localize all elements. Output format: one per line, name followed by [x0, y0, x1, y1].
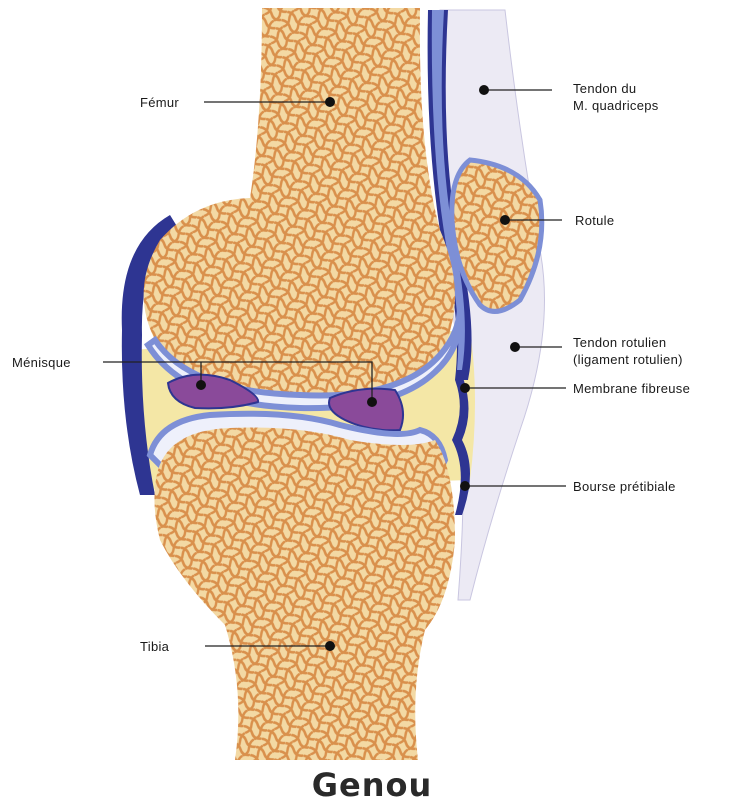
label-rotule-text: Rotule: [575, 213, 614, 228]
label-tendon-quadriceps-2: M. quadriceps: [573, 98, 659, 113]
label-tendon-rotulien-1: Tendon rotulien: [573, 335, 666, 350]
pointer-dot: [479, 85, 489, 95]
pointer-dot: [500, 215, 510, 225]
pointer-dot: [460, 383, 470, 393]
diagram-title: Genou: [312, 766, 433, 804]
label-tendon-rotulien-2: (ligament rotulien): [573, 352, 683, 367]
femur-bone: [144, 8, 455, 396]
pointer-dot: [367, 397, 377, 407]
label-tibia-text: Tibia: [140, 639, 170, 654]
pointer-dot: [325, 97, 335, 107]
pointer-dot: [325, 641, 335, 651]
pointer-dot: [196, 380, 206, 390]
tibia-bone: [154, 428, 455, 761]
label-bourse-pretibiale-text: Bourse prétibiale: [573, 479, 676, 494]
label-tendon-quadriceps-1: Tendon du: [573, 81, 636, 96]
label-menisque-text: Ménisque: [12, 355, 71, 370]
pointer-dot: [460, 481, 470, 491]
label-membrane-fibreuse-text: Membrane fibreuse: [573, 381, 690, 396]
pointer-dot: [510, 342, 520, 352]
label-femur-text: Fémur: [140, 95, 179, 110]
